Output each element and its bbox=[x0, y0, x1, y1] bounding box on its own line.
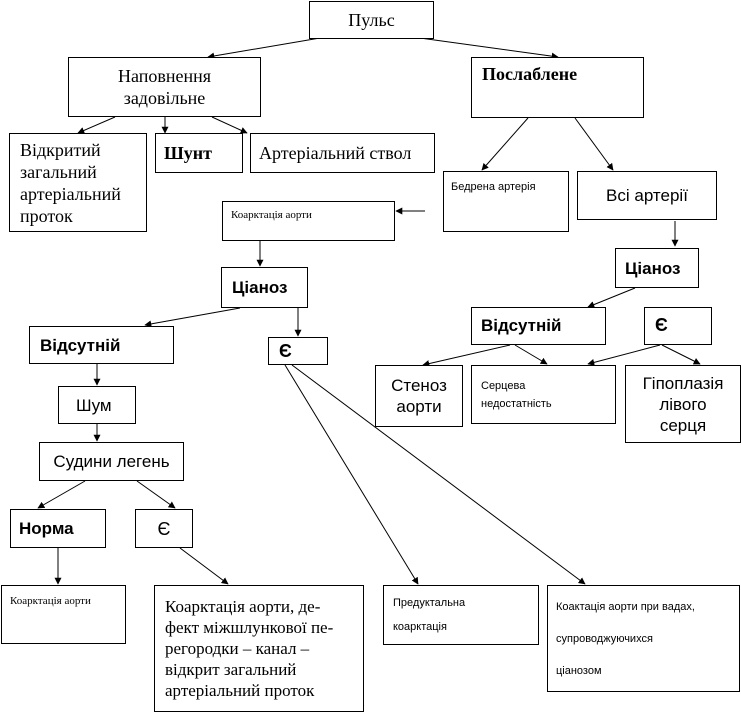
edge-filling-truncus bbox=[211, 116, 248, 134]
node-coarct-cyanotic: Коактація аорти при вадах, супроводжуючи… bbox=[547, 585, 740, 692]
node-filling-ok-line-1: Наповнення bbox=[117, 66, 212, 86]
node-all-arteries: Всі артерії bbox=[577, 171, 717, 220]
edge-present-combo bbox=[179, 547, 229, 585]
node-present-lower-text: Є bbox=[157, 518, 171, 539]
node-aortic-stenosis-line-2: аорти bbox=[396, 397, 442, 416]
node-coarct-cyanotic-line-1: Коактація аорти при вадах, bbox=[556, 600, 695, 613]
node-absent-left: Відсутній bbox=[29, 326, 174, 364]
node-cyanosis-left: Ціаноз bbox=[221, 267, 308, 308]
node-present-right: Є bbox=[644, 307, 712, 345]
edge-present-failure bbox=[587, 344, 661, 366]
node-filling-ok: Наповнення задовільне bbox=[68, 57, 261, 117]
node-aortic-stenosis-line-1: Стеноз bbox=[391, 376, 447, 395]
edge-vessels-present bbox=[136, 480, 176, 509]
node-hypoplasia-line-1: Гіпоплазія bbox=[642, 373, 724, 393]
node-pda: Відкритий загальний артеріальний проток bbox=[9, 133, 147, 232]
node-coarctation-bottom-text: Коарктація аорти bbox=[10, 595, 91, 607]
node-present-mid-text: Є bbox=[279, 341, 292, 361]
node-pulse: Пульс bbox=[309, 1, 434, 39]
edge-weakened-all bbox=[574, 117, 614, 171]
node-weakened: Послаблене bbox=[471, 57, 644, 118]
edge-present-hypoplasia bbox=[661, 344, 701, 365]
node-shunt: Шунт bbox=[155, 133, 243, 173]
edge-present-preductal bbox=[284, 364, 419, 585]
edge-absent-failure bbox=[514, 344, 548, 365]
node-heart-failure: Серцева недостатність bbox=[471, 365, 616, 424]
node-weakened-text: Послаблене bbox=[482, 64, 578, 84]
node-lung-vessels-text: Судини легень bbox=[53, 452, 170, 471]
node-heart-failure-line-2: недостатність bbox=[481, 397, 552, 410]
node-coarctation-bottom: Коарктація аорти bbox=[1, 585, 126, 644]
node-all-arteries-text: Всі артерії bbox=[606, 186, 688, 205]
node-coarct-cyanotic-line-2: супроводжуючихся bbox=[556, 632, 653, 645]
node-combo-line-1: Коарктація аорти, де- bbox=[165, 597, 321, 616]
node-combo-line-4: відкрит загальний bbox=[165, 660, 297, 679]
node-norm: Норма bbox=[10, 509, 106, 548]
edge-vessels-norm bbox=[37, 480, 86, 509]
node-preductal-line-1: Предуктальна bbox=[393, 597, 466, 609]
node-filling-ok-line-2: задовільне bbox=[123, 88, 206, 108]
node-present-mid: Є bbox=[268, 337, 328, 365]
node-combo: Коарктація аорти, де- фект міжшлункової … bbox=[154, 585, 364, 712]
node-hypoplasia: Гіпоплазія лівого серця bbox=[625, 365, 741, 443]
edge-pulse-weakened bbox=[419, 37, 559, 60]
edge-absent-stenosis bbox=[422, 344, 511, 367]
node-preductal-line-2: коарктація bbox=[393, 621, 447, 633]
edge-pulse-filling bbox=[207, 37, 321, 60]
node-coarctation-mid-text: Коарктація аорти bbox=[231, 209, 312, 221]
edge-rcyanosis-absent bbox=[587, 287, 636, 308]
node-absent-left-text: Відсутній bbox=[40, 335, 121, 355]
node-present-right-text: Є bbox=[655, 315, 668, 335]
node-absent-right: Відсутній bbox=[471, 307, 606, 345]
node-truncus-text: Артеріальний ствол bbox=[259, 143, 412, 163]
node-femoral: Бедрена артерія bbox=[443, 171, 569, 232]
node-pda-line-2: загальний bbox=[20, 161, 97, 182]
node-absent-right-text: Відсутній bbox=[481, 316, 562, 335]
node-hypoplasia-line-2: лівого bbox=[659, 394, 707, 414]
node-preductal: Предуктальна коарктація bbox=[383, 585, 539, 645]
node-aortic-stenosis: Стеноз аорти bbox=[375, 365, 463, 427]
edge-weakened-femoral bbox=[481, 117, 529, 171]
node-murmur-text: Шум bbox=[76, 395, 112, 415]
edge-filling-pda bbox=[77, 116, 116, 134]
node-shunt-text: Шунт bbox=[164, 143, 212, 163]
edge-cyanosis-absent bbox=[144, 307, 241, 328]
node-pda-line-1: Відкритий bbox=[20, 139, 101, 160]
node-heart-failure-line-1: Серцева bbox=[481, 379, 526, 392]
node-present-lower: Є bbox=[135, 509, 193, 548]
node-cyanosis-right: Ціаноз bbox=[615, 248, 699, 288]
node-coarctation-mid: Коарктація аорти bbox=[222, 201, 395, 241]
node-combo-line-3: регородки – канал – bbox=[165, 639, 310, 658]
node-pda-line-4: проток bbox=[20, 205, 73, 226]
node-murmur: Шум bbox=[58, 386, 136, 424]
node-lung-vessels: Судини легень bbox=[39, 442, 184, 481]
node-pda-line-3: артеріальний bbox=[20, 183, 121, 204]
node-norm-text: Норма bbox=[19, 519, 74, 538]
node-cyanosis-left-text: Ціаноз bbox=[232, 278, 288, 297]
node-cyanosis-right-text: Ціаноз bbox=[625, 258, 681, 278]
node-pulse-text: Пульс bbox=[348, 10, 395, 30]
node-truncus: Артеріальний ствол bbox=[250, 133, 435, 173]
edge-present-coarct-cyanotic bbox=[291, 364, 586, 585]
node-combo-line-5: артеріальний проток bbox=[165, 681, 315, 700]
node-coarct-cyanotic-line-3: ціанозом bbox=[556, 664, 602, 677]
node-hypoplasia-line-3: серця bbox=[659, 415, 707, 435]
node-femoral-text: Бедрена артерія bbox=[451, 181, 536, 193]
node-combo-line-2: фект міжшлункової пе- bbox=[165, 618, 334, 637]
